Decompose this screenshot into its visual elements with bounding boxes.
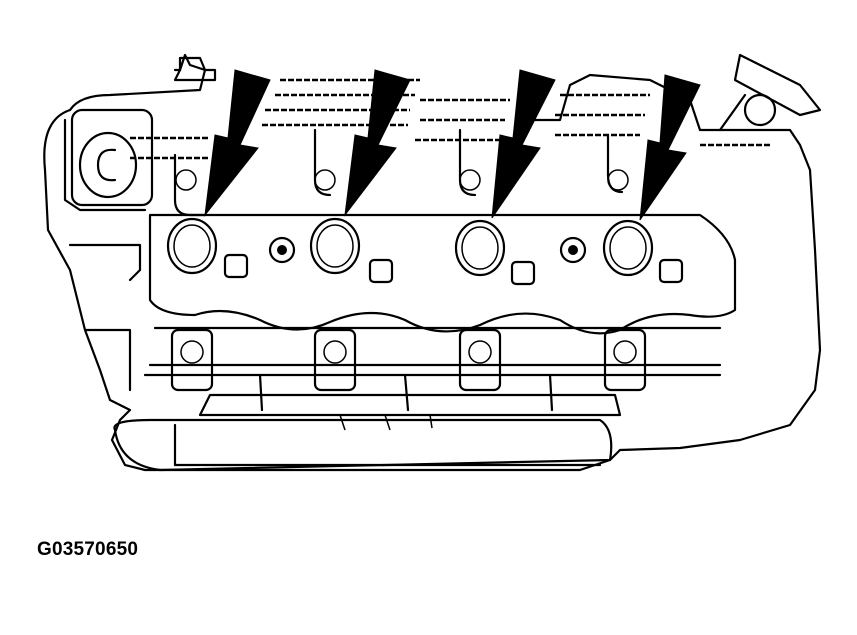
figure-id-label: G03570650: [37, 539, 139, 560]
engine-diagram: [43, 53, 822, 472]
fuel-rail: [113, 393, 622, 472]
sensor-bracket: [718, 53, 822, 132]
callout-arrows: [204, 69, 701, 221]
ignition-coils: [166, 217, 684, 286]
coil-2-arrow: [344, 69, 411, 217]
engine-outline: [43, 53, 822, 472]
lower-rail: [143, 326, 722, 412]
ignition-coil-3: [454, 219, 536, 286]
ignition-coil-4: [602, 219, 684, 284]
upper-bolts: [173, 128, 629, 217]
ignition-coil-2: [309, 217, 394, 284]
coil-4-arrow: [639, 74, 701, 221]
coil-3-arrow: [491, 69, 556, 219]
ignition-coil-1: [166, 217, 249, 279]
coil-panel: [148, 213, 737, 335]
coil-1-arrow: [204, 69, 271, 217]
oil-filler-cap: [70, 108, 154, 207]
